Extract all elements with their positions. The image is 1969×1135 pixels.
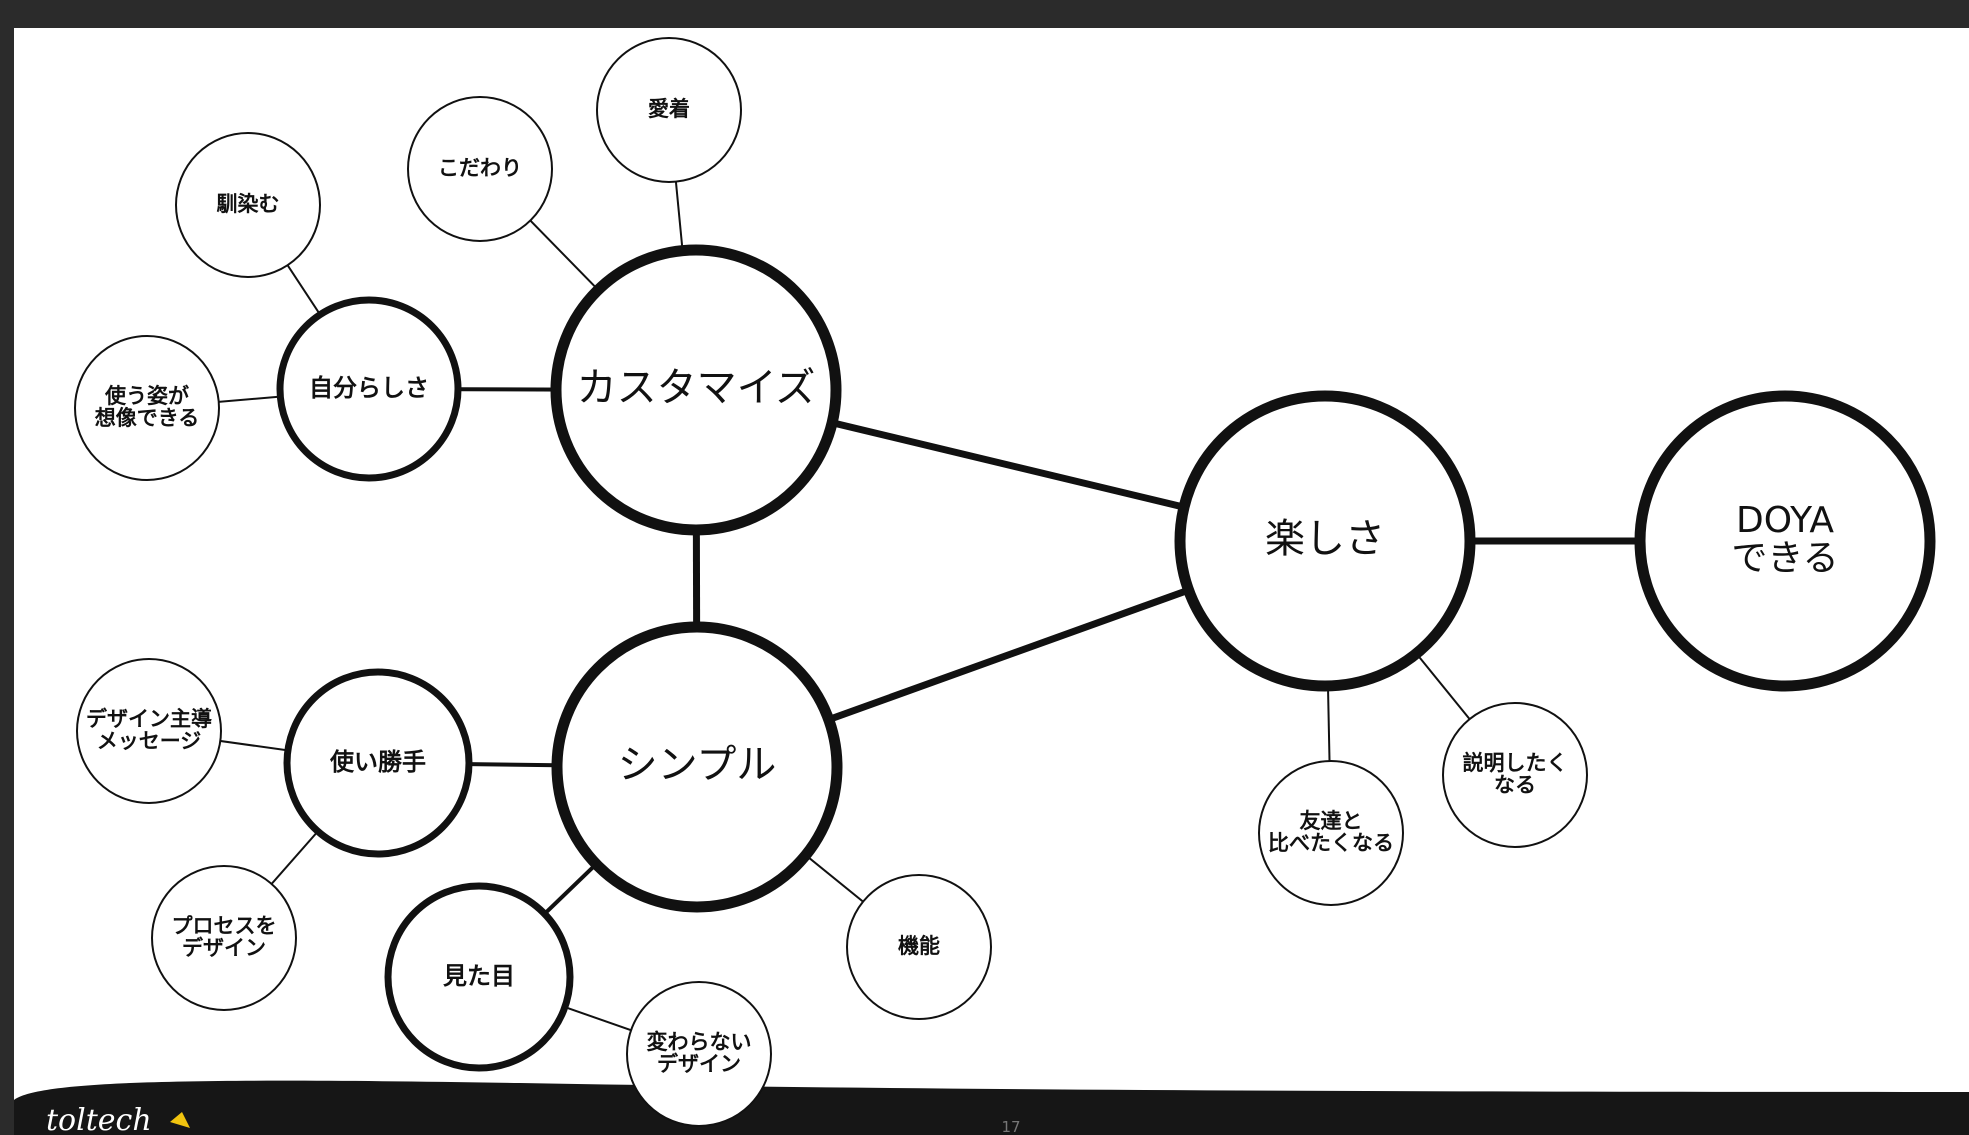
node-label-tomodachi-line1: 友達と xyxy=(1300,809,1363,833)
node-aichaku: 愛着 xyxy=(596,37,742,183)
node-label-doya-line2: できる xyxy=(1731,538,1838,579)
node-jibun: 自分らしさ xyxy=(276,296,462,482)
node-circle-kinou xyxy=(846,874,992,1020)
node-customize: カスタマイズ xyxy=(550,244,842,536)
node-circle-aichaku xyxy=(596,37,742,183)
node-label-tsukaigatte: 使い勝手 xyxy=(329,748,426,776)
node-circle-tomodachi xyxy=(1258,760,1404,906)
node-label-jibun: 自分らしさ xyxy=(309,374,429,402)
node-kinou: 機能 xyxy=(846,874,992,1020)
node-label-kawaranai-line1: 変わらない xyxy=(647,1030,752,1054)
node-simple: シンプル xyxy=(551,621,843,913)
node-label-setsumei-line1: 説明したく xyxy=(1463,751,1568,775)
node-tsukaigatte: 使い勝手 xyxy=(283,668,473,858)
node-circle-doya xyxy=(1634,390,1936,692)
node-label-setsumei-line2: なる xyxy=(1494,773,1536,797)
node-label-design-message-line1: デザイン主導 xyxy=(86,707,212,731)
node-label-tanoshisa: 楽しさ xyxy=(1265,516,1385,562)
page-number: 17 xyxy=(1001,1118,1020,1135)
node-circle-tanoshisa xyxy=(1174,390,1476,692)
node-label-simple: シンプル xyxy=(618,742,777,788)
node-label-tsukausugata-line2: 想像できる xyxy=(95,406,200,430)
node-circle-setsumei xyxy=(1442,702,1588,848)
node-circle-simple xyxy=(551,621,843,913)
node-label-kodawari: こだわり xyxy=(438,156,522,180)
node-label-doya-line1: DOYA xyxy=(1736,500,1834,541)
footer-logo-text: toltech xyxy=(46,1103,152,1135)
node-circle-jibun xyxy=(276,296,462,482)
node-circle-process xyxy=(151,865,297,1011)
node-label-design-message-line2: メッセージ xyxy=(97,729,202,753)
node-label-tsukausugata-line1: 使う姿が xyxy=(104,384,189,408)
footer-logo-mark xyxy=(170,1112,190,1128)
node-circle-customize xyxy=(550,244,842,536)
node-circle-kodawari xyxy=(407,96,553,242)
node-label-process-line2: デザイン xyxy=(182,936,266,960)
node-label-najimu: 馴染む xyxy=(217,192,280,216)
node-circle-mitame xyxy=(384,882,574,1072)
node-tanoshisa: 楽しさ xyxy=(1174,390,1476,692)
node-najimu: 馴染む xyxy=(175,132,321,278)
node-label-mitame: 見た目 xyxy=(443,962,515,990)
footer-band xyxy=(14,1080,1969,1135)
node-circle-tsukausugata xyxy=(74,335,220,481)
node-circle-kawaranai xyxy=(626,981,772,1127)
node-circle-design-message xyxy=(76,658,222,804)
node-kodawari: こだわり xyxy=(407,96,553,242)
node-mitame: 見た目 xyxy=(384,882,574,1072)
node-label-kawaranai-line2: デザイン xyxy=(657,1052,741,1076)
node-label-aichaku: 愛着 xyxy=(648,97,690,121)
node-label-customize: カスタマイズ xyxy=(577,365,816,411)
node-circle-najimu xyxy=(175,132,321,278)
node-label-process-line1: プロセスを xyxy=(172,914,277,938)
node-label-tomodachi-line2: 比べたくなる xyxy=(1268,831,1394,855)
node-label-kinou: 機能 xyxy=(898,934,940,958)
node-circle-tsukaigatte xyxy=(283,668,473,858)
